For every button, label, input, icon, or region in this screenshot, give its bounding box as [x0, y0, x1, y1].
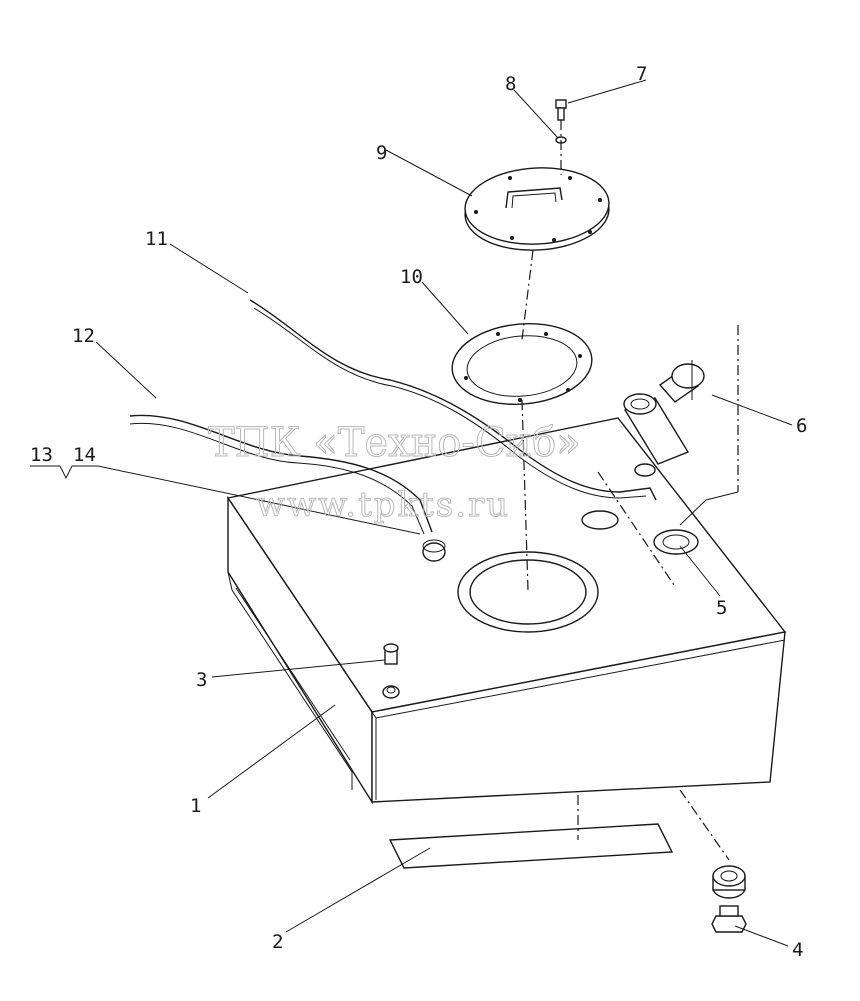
label-part-5: 5	[716, 597, 727, 619]
gasket	[451, 322, 593, 406]
label-part-3: 3	[196, 669, 207, 691]
watermark: ТПК «Техно-Сиб» www.tpkts.ru	[208, 420, 582, 526]
cover-plate	[464, 167, 610, 251]
filler-cap	[658, 363, 705, 403]
assembly-lines	[521, 120, 739, 861]
label-part-2: 2	[272, 931, 283, 953]
part-labels: 1 2 3 4 5 6 7 8 9 10 11 12 13 14	[30, 63, 807, 961]
watermark-url: www.tpkts.ru	[256, 485, 510, 525]
bolt	[555, 99, 567, 121]
filler-neck	[623, 393, 690, 465]
label-part-12: 12	[72, 325, 95, 347]
label-part-11: 11	[145, 228, 168, 250]
label-part-13: 13	[30, 444, 53, 466]
drain-ring	[712, 865, 746, 899]
label-part-6: 6	[796, 415, 807, 437]
tank-top-openings	[422, 463, 699, 633]
label-part-4: 4	[792, 939, 803, 961]
leader-lines	[30, 79, 793, 947]
bottom-plate	[388, 823, 674, 869]
pipe-12	[129, 414, 433, 535]
label-part-7: 7	[636, 63, 647, 85]
label-part-1: 1	[190, 795, 201, 817]
watermark-company: ТПК «Техно-Сиб»	[208, 420, 581, 466]
label-part-9: 9	[376, 142, 387, 164]
drain-plug	[711, 905, 747, 933]
pipe-11	[249, 299, 657, 501]
sensor-fitting	[382, 643, 400, 699]
label-part-14: 14	[73, 444, 96, 466]
label-part-8: 8	[505, 73, 516, 95]
label-part-10: 10	[400, 266, 423, 288]
